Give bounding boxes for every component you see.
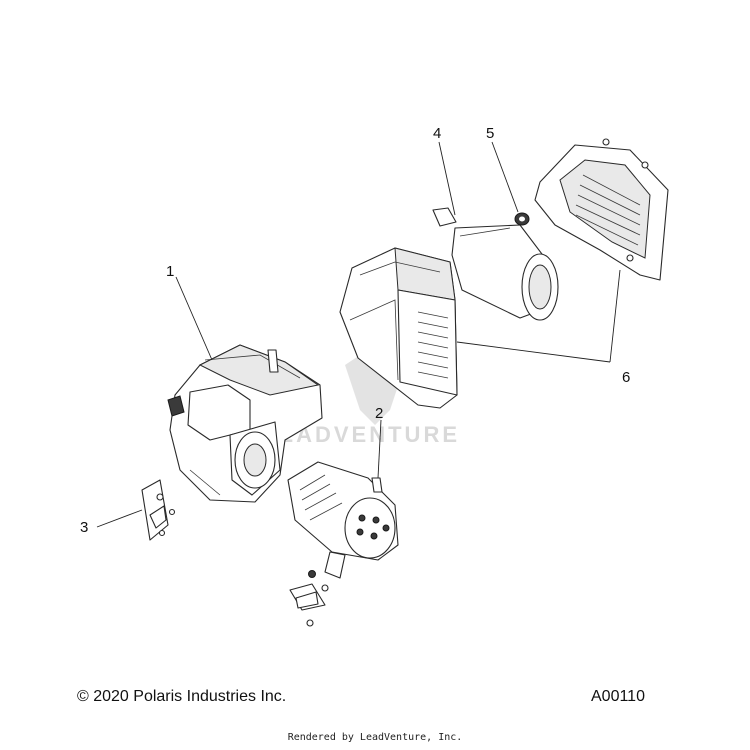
- rendered-by-credit: Rendered by LeadVenture, Inc.: [287, 732, 463, 743]
- part-5-hose-clamp[interactable]: [514, 212, 530, 226]
- part-3-mounting-bracket-left[interactable]: [141, 479, 176, 541]
- callout-2[interactable]: 2: [375, 405, 383, 422]
- diagram-id: A00110: [591, 688, 645, 705]
- part-4-air-filter-element[interactable]: [432, 207, 559, 321]
- alternator-vent-holes: [356, 514, 390, 540]
- part-6-air-filter-housing[interactable]: [339, 247, 458, 409]
- alternator-cooling-fins: [299, 474, 343, 521]
- callout-6[interactable]: 6: [622, 369, 630, 386]
- mounting-bracket-lower[interactable]: [289, 570, 329, 627]
- callout-4[interactable]: 4: [433, 125, 441, 142]
- callout-5[interactable]: 5: [486, 125, 494, 142]
- filter-housing-louvers: [417, 311, 449, 379]
- part-2-alternator[interactable]: [287, 461, 399, 579]
- copyright-notice: © 2020 Polaris Industries Inc.: [77, 688, 287, 705]
- part-6-air-filter-cover[interactable]: [534, 138, 669, 281]
- part-1-engine-assembly[interactable]: [167, 344, 323, 503]
- leader-lines: [96, 141, 621, 528]
- filter-cover-ribs: [575, 174, 641, 246]
- callout-1[interactable]: 1: [166, 263, 174, 280]
- callout-3[interactable]: 3: [80, 519, 88, 536]
